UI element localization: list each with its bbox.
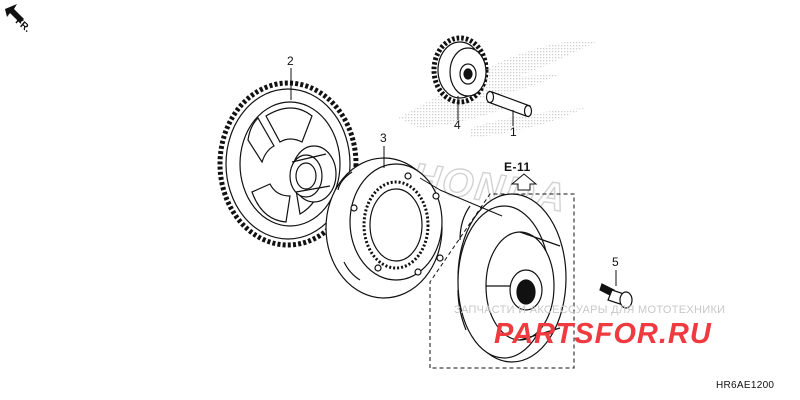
- flywheel: [457, 193, 567, 363]
- flange-bolt: [599, 283, 633, 309]
- assembly-dashed-box: [429, 193, 575, 369]
- site-watermark: PARTSFOR.RU: [494, 318, 712, 350]
- one-way-clutch: [325, 157, 444, 299]
- driven-gear: [217, 80, 359, 248]
- idle-gear-shaft: [485, 90, 533, 118]
- callout-3: 3: [380, 131, 387, 145]
- callout-4: 4: [454, 118, 461, 132]
- arrow-up-icon: [510, 173, 538, 191]
- callout-1: 1: [510, 125, 517, 139]
- idle-gear: [431, 35, 489, 105]
- leader-lines: [290, 68, 617, 286]
- diagram-code: HR6AE1200: [716, 380, 775, 391]
- arrow-up-left-icon: [5, 4, 24, 23]
- callout-2: 2: [287, 54, 294, 68]
- shop-watermark: ЗАПЧАСТИ И АКСЕССУАРЫ ДЛЯ МОТОТЕХНИКИ: [454, 304, 726, 316]
- callout-5: 5: [612, 255, 619, 269]
- reference-e11-label: E-11: [504, 160, 531, 174]
